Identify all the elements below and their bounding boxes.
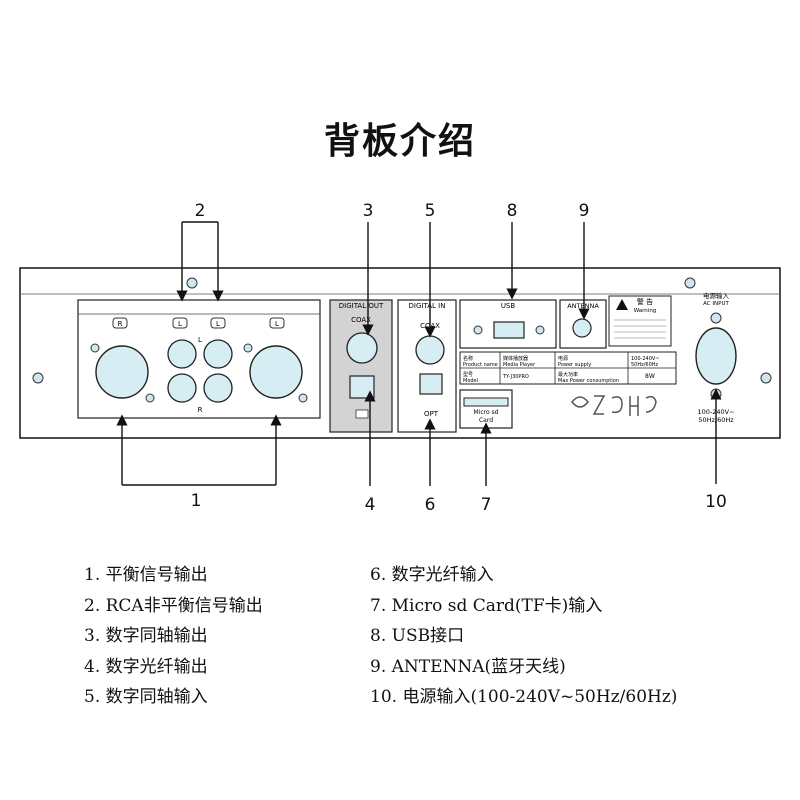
callout-6: 6 [425, 495, 436, 515]
legend-item: 5. 数字同轴输入 [84, 687, 208, 707]
tag-r: R [118, 320, 123, 328]
page-title: 背板介绍 [323, 121, 476, 162]
coax-out-label: COAX [351, 316, 371, 324]
xlr-left-connector [95, 345, 149, 399]
callout-3: 3 [363, 201, 374, 221]
card-label: Card [479, 417, 493, 424]
mount-hole-top-right [684, 277, 696, 289]
warning-en: Warning [634, 308, 657, 314]
xlr-right-connector [249, 345, 303, 399]
spec-cell: 100-240V~50Hz/60Hz [631, 356, 660, 368]
callout-2: 2 [195, 201, 206, 221]
legend-item: 2. RCA非平衡信号输出 [84, 595, 263, 616]
digital-in-label: DIGITAL IN [409, 302, 446, 310]
spec-cell: 8W [645, 373, 655, 380]
callout-5: 5 [425, 201, 436, 221]
micro-sd-label: Micro sd [474, 409, 499, 416]
usb-label: USB [501, 302, 516, 310]
antenna-connector [572, 318, 592, 338]
legend-item: 3. 数字同轴输出 [84, 626, 208, 646]
rca-connector-4 [203, 373, 233, 403]
rca-label-r: R [198, 406, 203, 414]
legend-item: 6. 数字光纤输入 [370, 565, 494, 585]
tag-l-c: L [275, 320, 279, 328]
legend-left: 1. 平衡信号输出 2. RCA非平衡信号输出 3. 数字同轴输出 4. 数字光… [84, 560, 263, 713]
callout-10: 10 [705, 492, 727, 512]
callout-8: 8 [507, 201, 518, 221]
brand-logo [571, 395, 657, 416]
usb-connector [493, 321, 525, 339]
opt-in-label: OPT [424, 410, 439, 418]
legend-item: 4. 数字光纤输出 [84, 656, 208, 677]
spec-cell: TY-J30PRO [502, 374, 529, 380]
rca-connector-3 [167, 373, 197, 403]
legend-item: 7. Micro sd Card(TF卡)输入 [370, 595, 603, 616]
callout-7: 7 [481, 495, 492, 515]
legend-right: 6. 数字光纤输入 7. Micro sd Card(TF卡)输入 8. USB… [370, 560, 677, 713]
coax-in-connector [415, 335, 445, 365]
optical-out-connector [349, 375, 375, 399]
legend-item: 8. USB接口 [370, 626, 465, 646]
antenna-label: ANTENNA [567, 302, 599, 310]
rca-label-l: L [198, 336, 202, 344]
optical-in-connector [419, 373, 443, 395]
power-label-en: AC INPUT [703, 301, 729, 307]
rca-connector-1 [167, 339, 197, 369]
mount-hole-left [32, 372, 44, 384]
mount-hole-top-left [186, 277, 198, 289]
power-inlet-connector [695, 327, 737, 385]
callout-lines [116, 221, 722, 486]
warning-triangle-icon [616, 299, 628, 310]
digital-out-label: DIGITAL OUT [339, 302, 384, 310]
power-label-cn: 电源输入 [703, 291, 730, 300]
legend-item: 1. 平衡信号输出 [84, 565, 208, 585]
legend-item: 9. ANTENNA(蓝牙天线) [370, 656, 566, 677]
callout-9: 9 [579, 201, 590, 221]
tag-l-a: L [178, 320, 182, 328]
warning-cn: 警 告 [637, 297, 653, 306]
digital-in-block [397, 299, 457, 433]
rca-connector-2 [203, 339, 233, 369]
callout-4: 4 [365, 495, 376, 515]
tag-l-b: L [216, 320, 220, 328]
coax-out-connector [346, 332, 378, 364]
micro-sd-slot [463, 397, 509, 407]
mount-hole-right [760, 372, 772, 384]
legend-item: 10. 电源输入(100-240V~50Hz/60Hz) [370, 687, 678, 707]
callout-1: 1 [191, 491, 202, 511]
